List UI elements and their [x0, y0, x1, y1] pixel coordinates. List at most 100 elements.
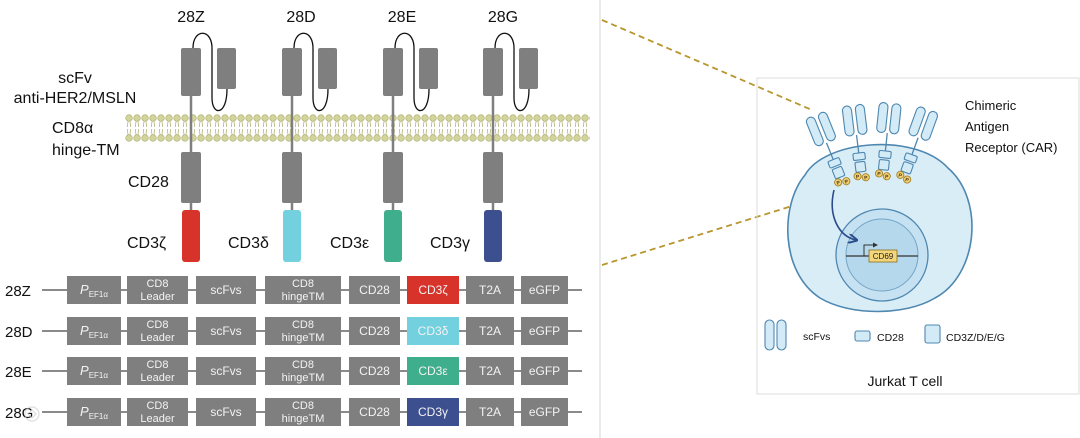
cd28-segment-label: CD28 [359, 405, 390, 419]
scfv-heavy-domain [181, 48, 201, 96]
hinge-label-line1: CD8 [292, 359, 314, 371]
cd3-segment [407, 357, 459, 385]
egfp-segment-label: eGFP [529, 283, 560, 297]
cd28-segment [349, 398, 400, 426]
phosphate-icon [853, 172, 862, 181]
hinge-label-line1: CD8 [292, 319, 314, 331]
legend-scfv-label: scFvs [803, 331, 830, 343]
receptor-28e: 28E CD3ε [330, 9, 438, 262]
car-stalk [855, 135, 860, 154]
cd28-domain [852, 151, 866, 162]
cd3-segment-label: CD3δ [418, 324, 449, 338]
cd3-segment-label: CD3ε [418, 364, 448, 378]
phosphate-label: P [844, 179, 850, 186]
leader-segment [127, 317, 188, 345]
construct-row-28d: 28D PEF1α CD8 Leader scFvs CD8 hingeTM C… [5, 317, 582, 345]
leader-label-line1: CD8 [146, 359, 168, 371]
signal-arrow [831, 189, 856, 240]
scfv-segment-label: scFvs [210, 405, 241, 419]
leader-label-line1: CD8 [146, 319, 168, 331]
hinge-label-line1: CD8 [292, 278, 314, 290]
car-stalk [825, 142, 834, 160]
scfv-linker [293, 32, 329, 112]
t2a-segment-label: T2A [479, 283, 501, 297]
scfv-heavy-domain [483, 48, 503, 96]
cd3-domain-label: CD3γ [430, 235, 470, 252]
cd28-segment-label: CD28 [359, 283, 390, 297]
leader-label-line2: Leader [140, 413, 175, 425]
phosphate-label: P [904, 177, 910, 184]
scfv-light-domain [519, 48, 538, 89]
cell-caption: Jurkat T cell [868, 373, 943, 389]
phosphate-icon [903, 175, 912, 184]
promoter-segment [67, 276, 121, 304]
egfp-segment-label: eGFP [529, 324, 560, 338]
leader-segment [127, 357, 188, 385]
zoom-connector-top [601, 19, 813, 111]
hinge-label-line1: CD8 [292, 400, 314, 412]
promoter-subscript: EF1α [89, 290, 109, 299]
egfp-segment [521, 317, 568, 345]
scfv-domain [889, 103, 902, 135]
leader-label-line1: CD8 [146, 400, 168, 412]
cd3-domain [900, 161, 914, 175]
leader-segment [127, 276, 188, 304]
zoom-connector-bottom [601, 205, 793, 266]
cd28-domain [878, 149, 892, 159]
cd3-domain-label: CD3δ [228, 235, 269, 252]
car-label-line2: Antigen [965, 119, 1009, 134]
scfv-domain [908, 106, 926, 137]
car-receptor: P P [841, 103, 870, 182]
cd3-domain [484, 210, 502, 262]
hinge-label-line2: hingeTM [282, 291, 325, 303]
legend-scfv-icon [776, 319, 787, 351]
promoter-label: PEF1α [80, 363, 108, 380]
scfv-segment-label: scFvs [210, 283, 241, 297]
cd28-segment [349, 276, 400, 304]
receptor-title: 28G [488, 9, 518, 26]
cd3-domain [384, 210, 402, 262]
cd28-segment-label: CD28 [359, 364, 390, 378]
promoter-segment [67, 357, 121, 385]
cd3-segment [407, 276, 459, 304]
cd28-segment [349, 357, 400, 385]
car-stalk [911, 137, 919, 155]
phosphate-label: P [864, 175, 869, 181]
legend-cd28-label: CD28 [877, 332, 904, 344]
phosphate-label: P [836, 180, 842, 187]
scfv-light-domain [217, 48, 236, 89]
cd28-domain [181, 152, 201, 203]
t2a-segment [466, 398, 514, 426]
promoter-letter: P [80, 282, 89, 297]
cd28-domain [903, 152, 918, 164]
t2a-segment [466, 317, 514, 345]
construct-row-28e: 28E PEF1α CD8 Leader scFvs CD8 hingeTM C… [5, 357, 582, 385]
leader-segment [127, 398, 188, 426]
cd3-domain-label: CD3ζ [127, 235, 166, 252]
receptor-28d: 28D CD3δ [228, 9, 337, 262]
cd28-segment-label: CD28 [359, 324, 390, 338]
phosphate-icon [861, 173, 870, 182]
hinge-tm-label: hinge-TM [52, 142, 120, 159]
scfv-heavy-domain [383, 48, 403, 96]
car-receptor: P P [896, 106, 938, 184]
cd28-label: CD28 [128, 174, 169, 191]
car-receptor: P P [805, 111, 851, 187]
hinge-tm-segment [265, 357, 341, 385]
car-label-line1: Chimeric [965, 98, 1017, 113]
phosphate-label: P [885, 174, 890, 180]
car-label-line3: Receptor (CAR) [965, 140, 1057, 155]
cd28-domain [383, 152, 403, 203]
cd28-domain [483, 152, 503, 203]
promoter-letter: P [80, 323, 89, 338]
egfp-segment [521, 357, 568, 385]
legend-cd3-icon [924, 324, 941, 344]
promoter-arrow-icon [863, 242, 878, 256]
cd28-domain [282, 152, 302, 203]
cd3-domain [854, 160, 867, 173]
cd3-domain [283, 210, 301, 262]
leader-label-line2: Leader [140, 291, 175, 303]
t2a-segment [466, 357, 514, 385]
scfv-segment [196, 276, 256, 304]
receptor-title: 28D [286, 9, 315, 26]
